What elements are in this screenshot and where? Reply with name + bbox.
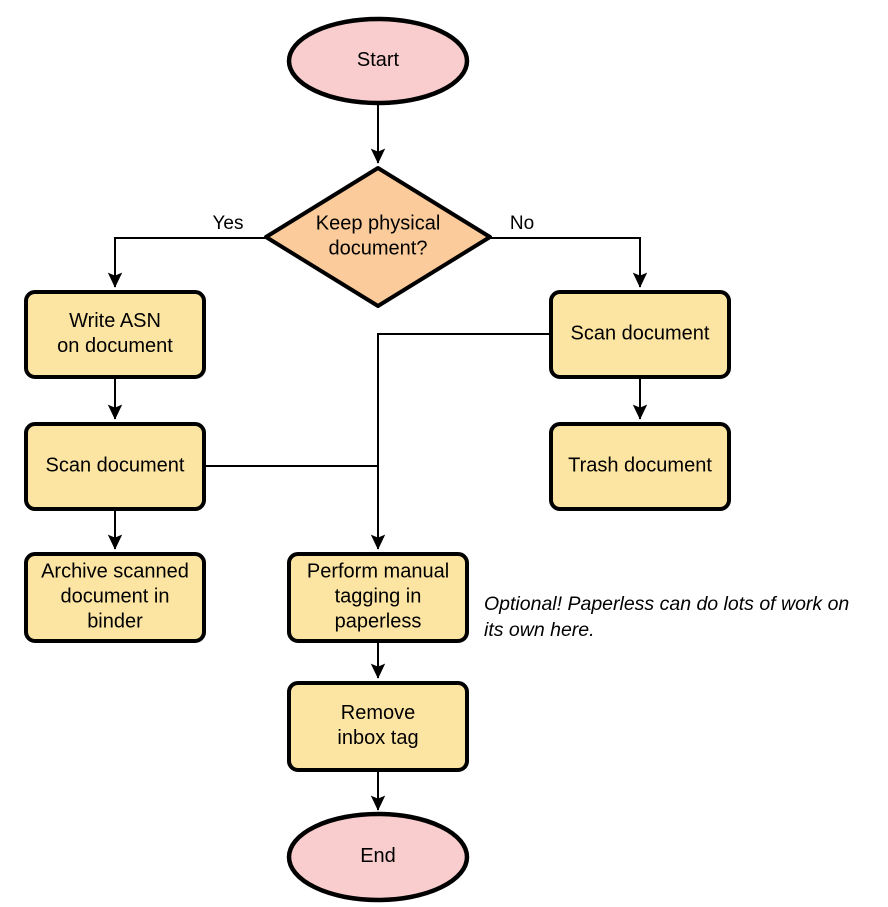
node-shape-rect: [549, 290, 731, 379]
node-label-scan-document-left: Scan document: [46, 455, 185, 477]
node-shape-ellipse: [286, 811, 470, 903]
node-label-start: Start: [357, 49, 400, 71]
node-start[interactable]: Start: [286, 16, 470, 106]
node-end[interactable]: End: [286, 811, 470, 903]
connector-label-yes: Yes: [213, 213, 244, 234]
connector-label-no: No: [510, 213, 534, 234]
annotations-layer: Optional! Paperless can do lots of work …: [484, 593, 849, 641]
node-shape-rect: [287, 681, 469, 772]
node-shape-diamond: [264, 166, 492, 308]
connector-decision-yes-to-write-asn: Yes: [107, 213, 266, 288]
node-scan-document-left[interactable]: Scan document: [24, 422, 206, 511]
connector-line: [490, 237, 648, 288]
connector-scan-right-to-manual-tagging: [370, 333, 551, 550]
connector-line: [107, 237, 266, 288]
connector-line: [370, 333, 551, 550]
annotation-optional-note: Optional! Paperless can do lots of work …: [484, 593, 849, 641]
node-trash-document[interactable]: Trash document: [549, 422, 731, 511]
node-label-scan-document-right: Scan document: [571, 323, 710, 345]
node-shape-ellipse: [286, 16, 470, 106]
node-label-end: End: [360, 845, 396, 867]
node-shape-rect: [24, 290, 206, 379]
connector-decision-no-to-scan-right: No: [490, 213, 648, 288]
node-scan-document-right[interactable]: Scan document: [549, 290, 731, 379]
node-shape-rect: [549, 422, 731, 511]
node-shape-rect: [24, 552, 206, 643]
node-shape-rect: [287, 552, 469, 643]
node-shape-rect: [24, 422, 206, 511]
node-label-trash-document: Trash document: [568, 455, 712, 477]
connectors-layer: Yes No: [107, 103, 648, 811]
